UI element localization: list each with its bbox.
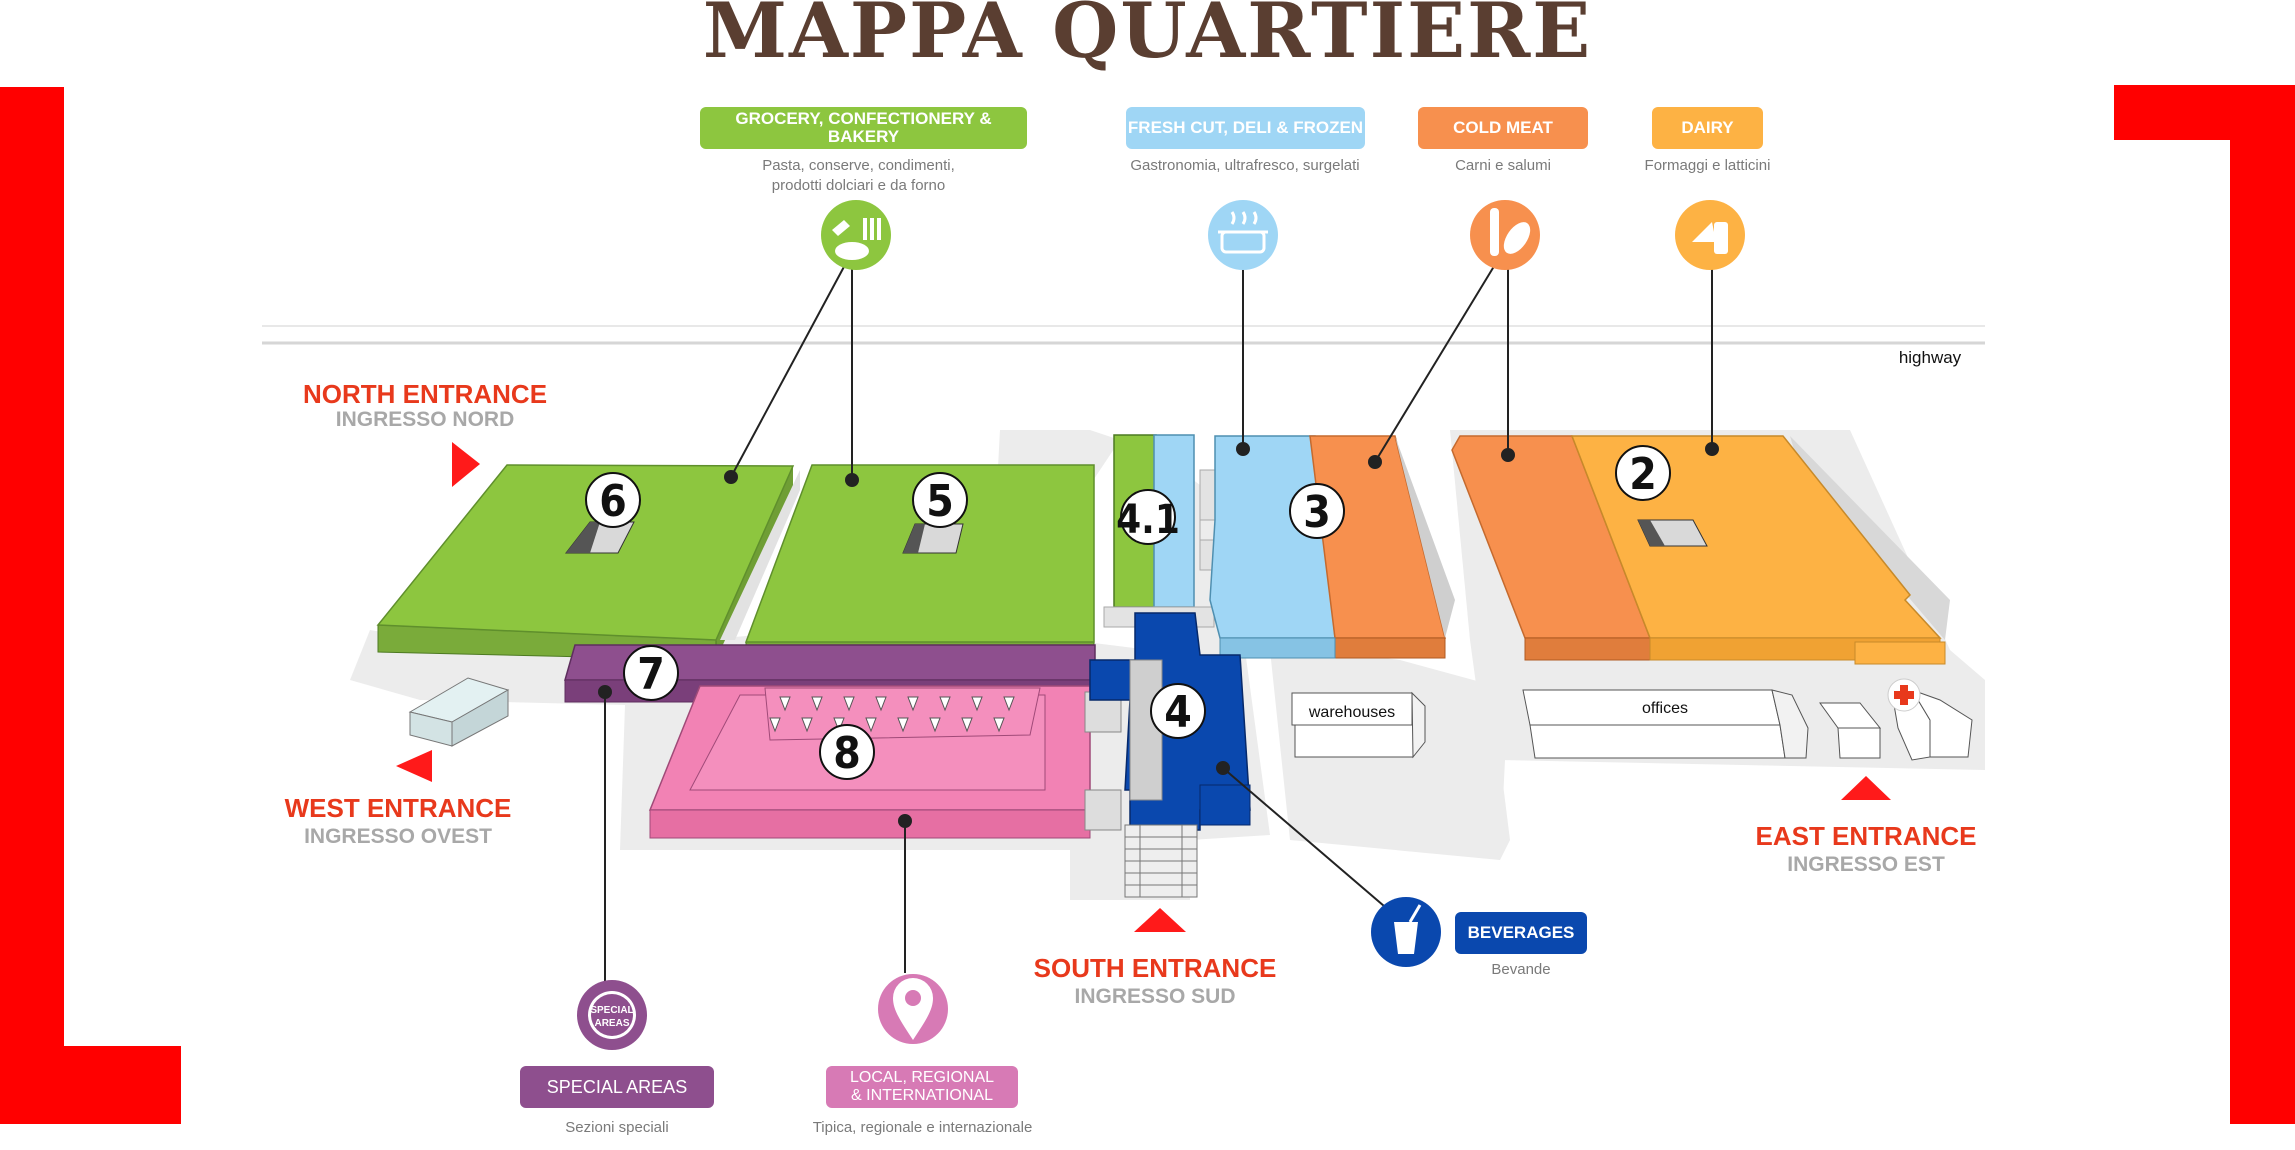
west-entrance-label: WEST ENTRANCE (284, 793, 512, 823)
fresh-category-circle (1208, 200, 1278, 270)
local-category-label: LOCAL, REGIONAL & INTERNATIONAL (826, 1066, 1018, 1108)
cold-meat-category-circle (1470, 200, 1540, 270)
pavilion-6-marker (585, 472, 641, 528)
east-entrance-sub: INGRESSO EST (1787, 853, 1945, 876)
west-small-building-side (451, 689, 509, 747)
dairy-category-sub: Formaggi e latticini (1644, 157, 1771, 174)
local-category-label-line2: & INTERNATIONAL (851, 1087, 993, 1104)
south-stairs (1124, 824, 1198, 898)
local-category-label-line1: LOCAL, REGIONAL (849, 1069, 995, 1086)
south-entrance-sub: INGRESSO SUD (1074, 985, 1236, 1008)
cold-meat-category-label: COLD MEAT (1418, 107, 1588, 149)
pavilion-4-1-number: 4.1 (1116, 497, 1180, 543)
highway-label: highway (1898, 348, 1962, 367)
special-areas-badge-icon: SPECIAL AREAS (588, 991, 636, 1039)
special-category-label: SPECIAL AREAS (520, 1066, 714, 1108)
cheese-milk-icon (1692, 222, 1728, 254)
map-pin-icon (893, 978, 933, 1040)
right-frame-bracket (2114, 85, 2295, 1124)
east-entrance-label: EAST ENTRANCE (1755, 821, 1977, 851)
pavilion-5-skylight-shade (903, 524, 925, 553)
pavilion-4-number: 4 (1164, 687, 1192, 738)
pavilion-2-marker (1615, 445, 1671, 501)
north-entrance-label: NORTH ENTRANCE (302, 379, 548, 409)
east-kiosk-front (1837, 727, 1881, 759)
first-aid-cross-icon (1894, 685, 1914, 705)
leader-lines (598, 262, 1719, 985)
page-title: MAPPA QUARTIERE (702, 0, 1593, 75)
pavilion-8-lantern (764, 687, 1041, 741)
warehouses-building-top (1291, 692, 1413, 726)
fresh-category-sub: Gastronomia, ultrafresco, surgelati (1130, 157, 1360, 174)
pavilion-6-number: 6 (599, 476, 627, 527)
beverages-category-label: BEVERAGES (1455, 912, 1587, 954)
special-badge-line1: SPECIAL (590, 1005, 633, 1016)
pavilion-number-labels: 6 5 4.1 3 2 7 8 4 (599, 449, 1657, 779)
pavilion-8-front (649, 809, 1091, 839)
offices-label: offices (1642, 700, 1688, 717)
warehouses-label: warehouses (1308, 704, 1396, 721)
pavilion-8-annex-stair-2 (1084, 789, 1122, 831)
pavilion-4-canopy (1129, 659, 1163, 801)
warehouses-building-front (1294, 724, 1414, 758)
pavilion-7-number: 7 (637, 649, 665, 700)
south-entrance-label: SOUTH ENTRANCE (1033, 953, 1277, 983)
pavilion-3-shadow (1395, 436, 1455, 638)
pavilion-2-shadow (1790, 436, 1950, 640)
west-entrance-arrow-icon (396, 750, 432, 782)
pavilion-2-annex (1854, 641, 1946, 665)
warehouses-building-side (1411, 691, 1426, 759)
bakery-icon (832, 218, 881, 260)
left-frame-bracket (0, 87, 181, 1124)
pavilion-5-number: 5 (926, 476, 954, 527)
west-entrance-sub: INGRESSO OVEST (304, 825, 492, 848)
grocery-category-label: GROCERY, CONFECTIONERY & BAKERY (700, 107, 1027, 149)
pavilion-number-markers (585, 445, 1671, 780)
pavilion-2-front-orange (1524, 637, 1651, 661)
east-entrance-arrow-icon (1841, 776, 1891, 800)
beverages-category-sub: Bevande (1491, 961, 1551, 978)
cold-meat-category-sub: Carni e salumi (1455, 157, 1551, 174)
special-badge-line2: AREAS (594, 1018, 629, 1029)
pavilion-5-marker (912, 472, 968, 528)
dairy-category-label: DAIRY (1652, 107, 1763, 149)
pavilion-3-marker (1289, 483, 1345, 539)
pavilion-3-front-blue (1219, 637, 1336, 659)
salami-icon (1490, 208, 1531, 256)
drink-cup-icon (1394, 904, 1422, 954)
pavilion-6-skylight-shade (566, 522, 600, 553)
first-aid-building-2 (1910, 689, 1973, 758)
special-category-sub: Sezioni speciali (565, 1119, 669, 1136)
pavilion-2-skylight-shade (1638, 520, 1665, 546)
north-entrance-sub: INGRESSO NORD (335, 408, 515, 431)
pavilion-2-number: 2 (1629, 449, 1657, 500)
pavilion-7-marker (623, 645, 679, 701)
offices-building-front (1529, 724, 1786, 759)
south-entrance-arrow-icon (1134, 908, 1186, 932)
fresh-category-label: FRESH CUT, DELI & FROZEN (1126, 107, 1365, 149)
grocery-category-sub-2: prodotti dolciari e da forno (771, 177, 946, 194)
frozen-food-tray-icon (1218, 211, 1268, 254)
pavilion-8-roof-vents (769, 696, 1015, 733)
local-category-sub: Tipica, regionale e internazionale (812, 1119, 1033, 1136)
north-entrance-arrow-icon (452, 442, 480, 487)
pavilion-4-marker (1150, 683, 1206, 739)
pavilion-4-1-marker (1120, 489, 1176, 545)
pavilion-8-marker (819, 724, 875, 780)
pavilion-3-number: 3 (1303, 487, 1331, 538)
grocery-category-sub-1: Pasta, conserve, condimenti, (762, 157, 955, 174)
pavilion-5-side (720, 470, 800, 640)
pavilion-4-wing (1199, 784, 1251, 826)
offices-building-end (1771, 689, 1809, 759)
pavilion-8-number: 8 (833, 728, 861, 779)
